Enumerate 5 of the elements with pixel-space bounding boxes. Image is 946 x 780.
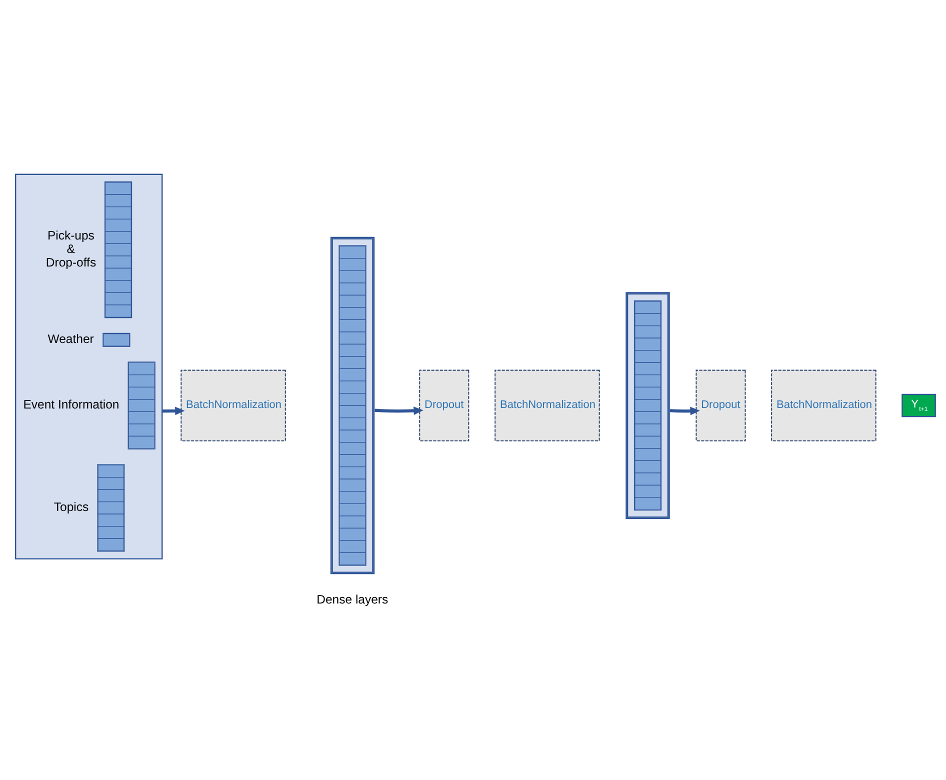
node-label: Pick-ups & Drop-offs xyxy=(46,228,96,269)
node-label: Event Information xyxy=(23,397,120,412)
label: Dense layers xyxy=(316,592,388,606)
node-label: Weather xyxy=(48,331,94,346)
node-label: Topics xyxy=(54,499,89,514)
